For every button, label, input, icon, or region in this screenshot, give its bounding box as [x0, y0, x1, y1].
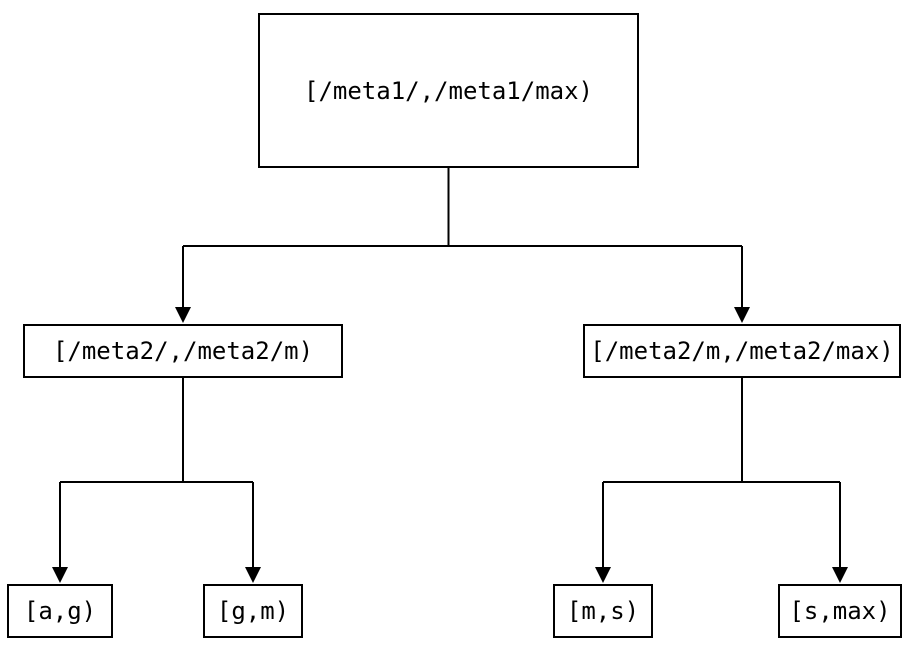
tree-leaf-s-max-label: [s,max): [789, 597, 891, 625]
tree-leaf-m-s: [m,s): [553, 584, 653, 638]
tree-node-root-label: [/meta1/,/meta1/max): [304, 76, 593, 105]
tree-leaf-a-g-label: [a,g): [23, 597, 97, 625]
tree-leaf-a-g: [a,g): [7, 584, 113, 638]
tree-leaf-g-m: [g,m): [203, 584, 303, 638]
tree-node-meta2-upper-label: [/meta2/m,/meta2/max): [590, 337, 894, 365]
tree-node-root: [/meta1/,/meta1/max): [258, 13, 639, 168]
arrowhead-leaf-smax: [832, 567, 848, 583]
arrowhead-left-node: [175, 307, 191, 323]
tree-node-meta2-lower: [/meta2/,/meta2/m): [23, 324, 343, 378]
tree-node-meta2-upper: [/meta2/m,/meta2/max): [583, 324, 901, 378]
arrowhead-leaf-ms: [595, 567, 611, 583]
tree-node-meta2-lower-label: [/meta2/,/meta2/m): [52, 337, 314, 365]
tree-leaf-m-s-label: [m,s): [566, 597, 640, 625]
tree-leaf-s-max: [s,max): [778, 584, 902, 638]
arrowhead-right-node: [734, 307, 750, 323]
tree-leaf-g-m-label: [g,m): [216, 597, 290, 625]
arrowhead-leaf-ag: [52, 567, 68, 583]
arrowhead-leaf-gm: [245, 567, 261, 583]
